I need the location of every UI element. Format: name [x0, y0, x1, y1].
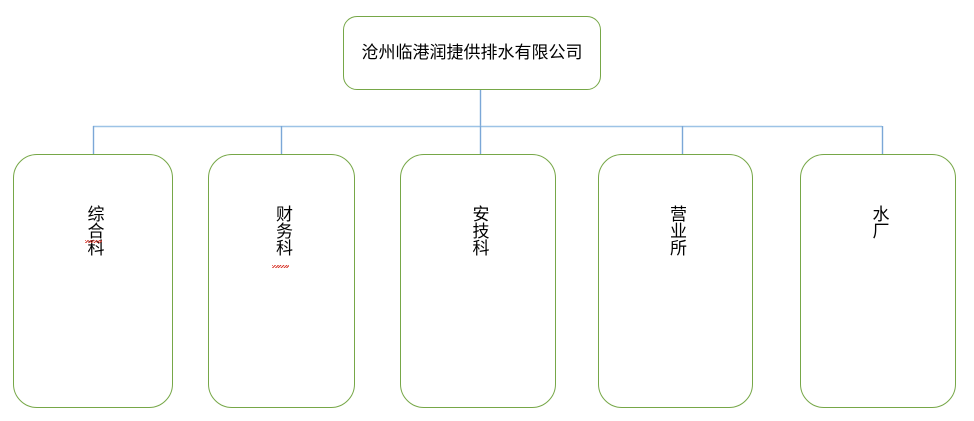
- org-node-shuichang[interactable]: 水厂: [800, 154, 956, 408]
- org-node-yingye-suo[interactable]: 营业所: [598, 154, 753, 408]
- org-node-label: 财务科: [272, 205, 292, 256]
- org-node-caiwu-ke[interactable]: 财务科: [208, 154, 355, 408]
- org-node-root[interactable]: 沧州临港润捷供排水有限公司: [343, 16, 601, 90]
- spellcheck-underline-icon: [272, 265, 289, 268]
- org-node-zonghe-ke[interactable]: 综合科: [13, 154, 173, 408]
- org-node-label: 综合科: [83, 205, 104, 256]
- org-node-label: 营业所: [666, 205, 686, 256]
- org-node-root-label: 沧州临港润捷供排水有限公司: [361, 42, 583, 63]
- org-node-label: 水厂: [868, 205, 889, 239]
- org-node-label: 安技科: [468, 205, 489, 256]
- org-node-anji-ke[interactable]: 安技科: [400, 154, 556, 408]
- spellcheck-underline-icon: [85, 240, 102, 243]
